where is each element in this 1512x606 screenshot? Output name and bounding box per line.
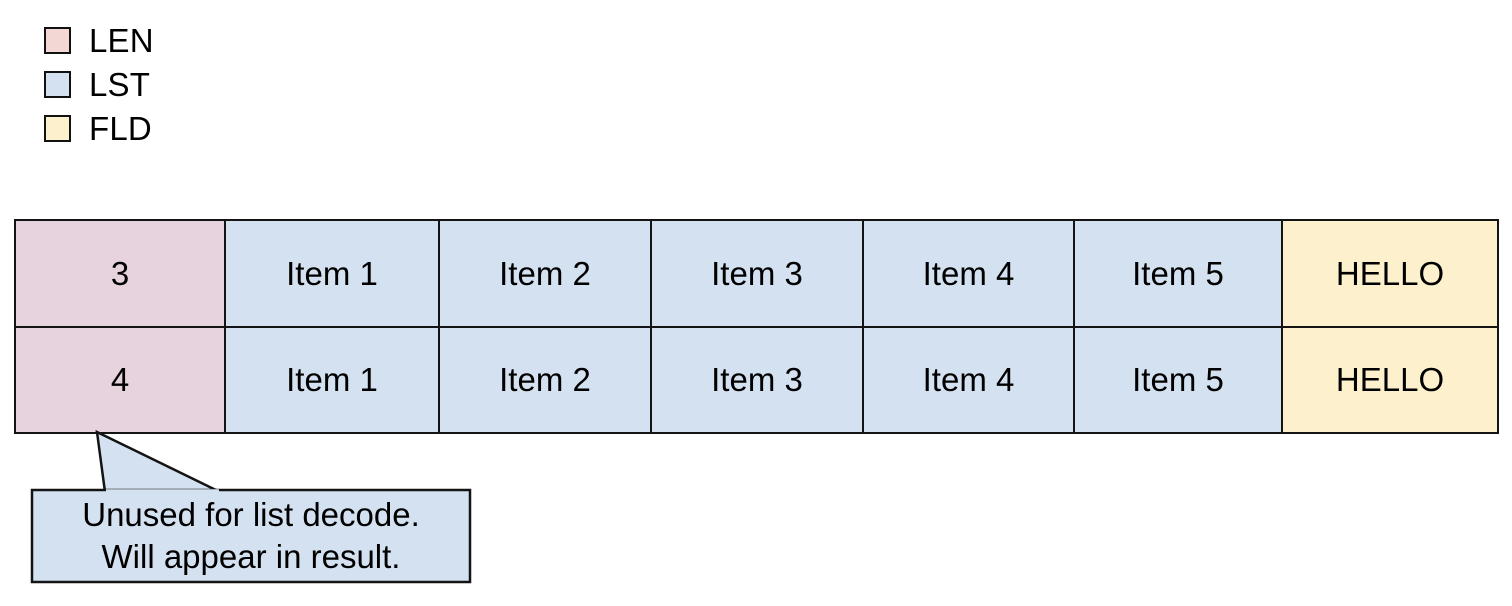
- cell-len: 3: [14, 219, 226, 328]
- legend-label-len: LEN: [89, 21, 154, 59]
- cell-fld: HELLO: [1281, 325, 1499, 434]
- cell-lst-4: Item 4: [862, 219, 1075, 328]
- legend-item-len: LEN: [44, 18, 154, 62]
- cell-len: 4: [14, 325, 226, 434]
- square-swatch-icon: [44, 114, 71, 142]
- callout-pointer-tail: [95, 429, 221, 494]
- legend-label-lst: LST: [89, 65, 151, 103]
- square-swatch-icon: [44, 70, 71, 98]
- cell-lst-2: Item 2: [438, 325, 652, 434]
- legend-item-fld: FLD: [44, 106, 154, 150]
- cell-lst-3: Item 3: [650, 219, 864, 328]
- legend-label-fld: FLD: [89, 109, 152, 147]
- callout-shape: [30, 429, 472, 584]
- table-row: 4 Item 1 Item 2 Item 3 Item 4 Item 5 HEL…: [14, 325, 1499, 434]
- callout-box: [30, 488, 472, 584]
- cell-lst-5: Item 5: [1073, 219, 1283, 328]
- cell-lst-2: Item 2: [438, 219, 652, 328]
- table-row: 3 Item 1 Item 2 Item 3 Item 4 Item 5 HEL…: [14, 219, 1499, 328]
- legend-item-lst: LST: [44, 62, 154, 106]
- cell-lst-1: Item 1: [224, 325, 440, 434]
- annotation-callout: Unused for list decode. Will appear in r…: [0, 424, 520, 599]
- cell-fld: HELLO: [1281, 219, 1499, 328]
- cell-lst-1: Item 1: [224, 219, 440, 328]
- cell-lst-5: Item 5: [1073, 325, 1283, 434]
- field-type-legend: LEN LST FLD: [44, 18, 154, 150]
- square-swatch-icon: [44, 26, 71, 54]
- cell-lst-4: Item 4: [862, 325, 1075, 434]
- cell-lst-3: Item 3: [650, 325, 864, 434]
- record-layout-table: 3 Item 1 Item 2 Item 3 Item 4 Item 5 HEL…: [14, 219, 1499, 434]
